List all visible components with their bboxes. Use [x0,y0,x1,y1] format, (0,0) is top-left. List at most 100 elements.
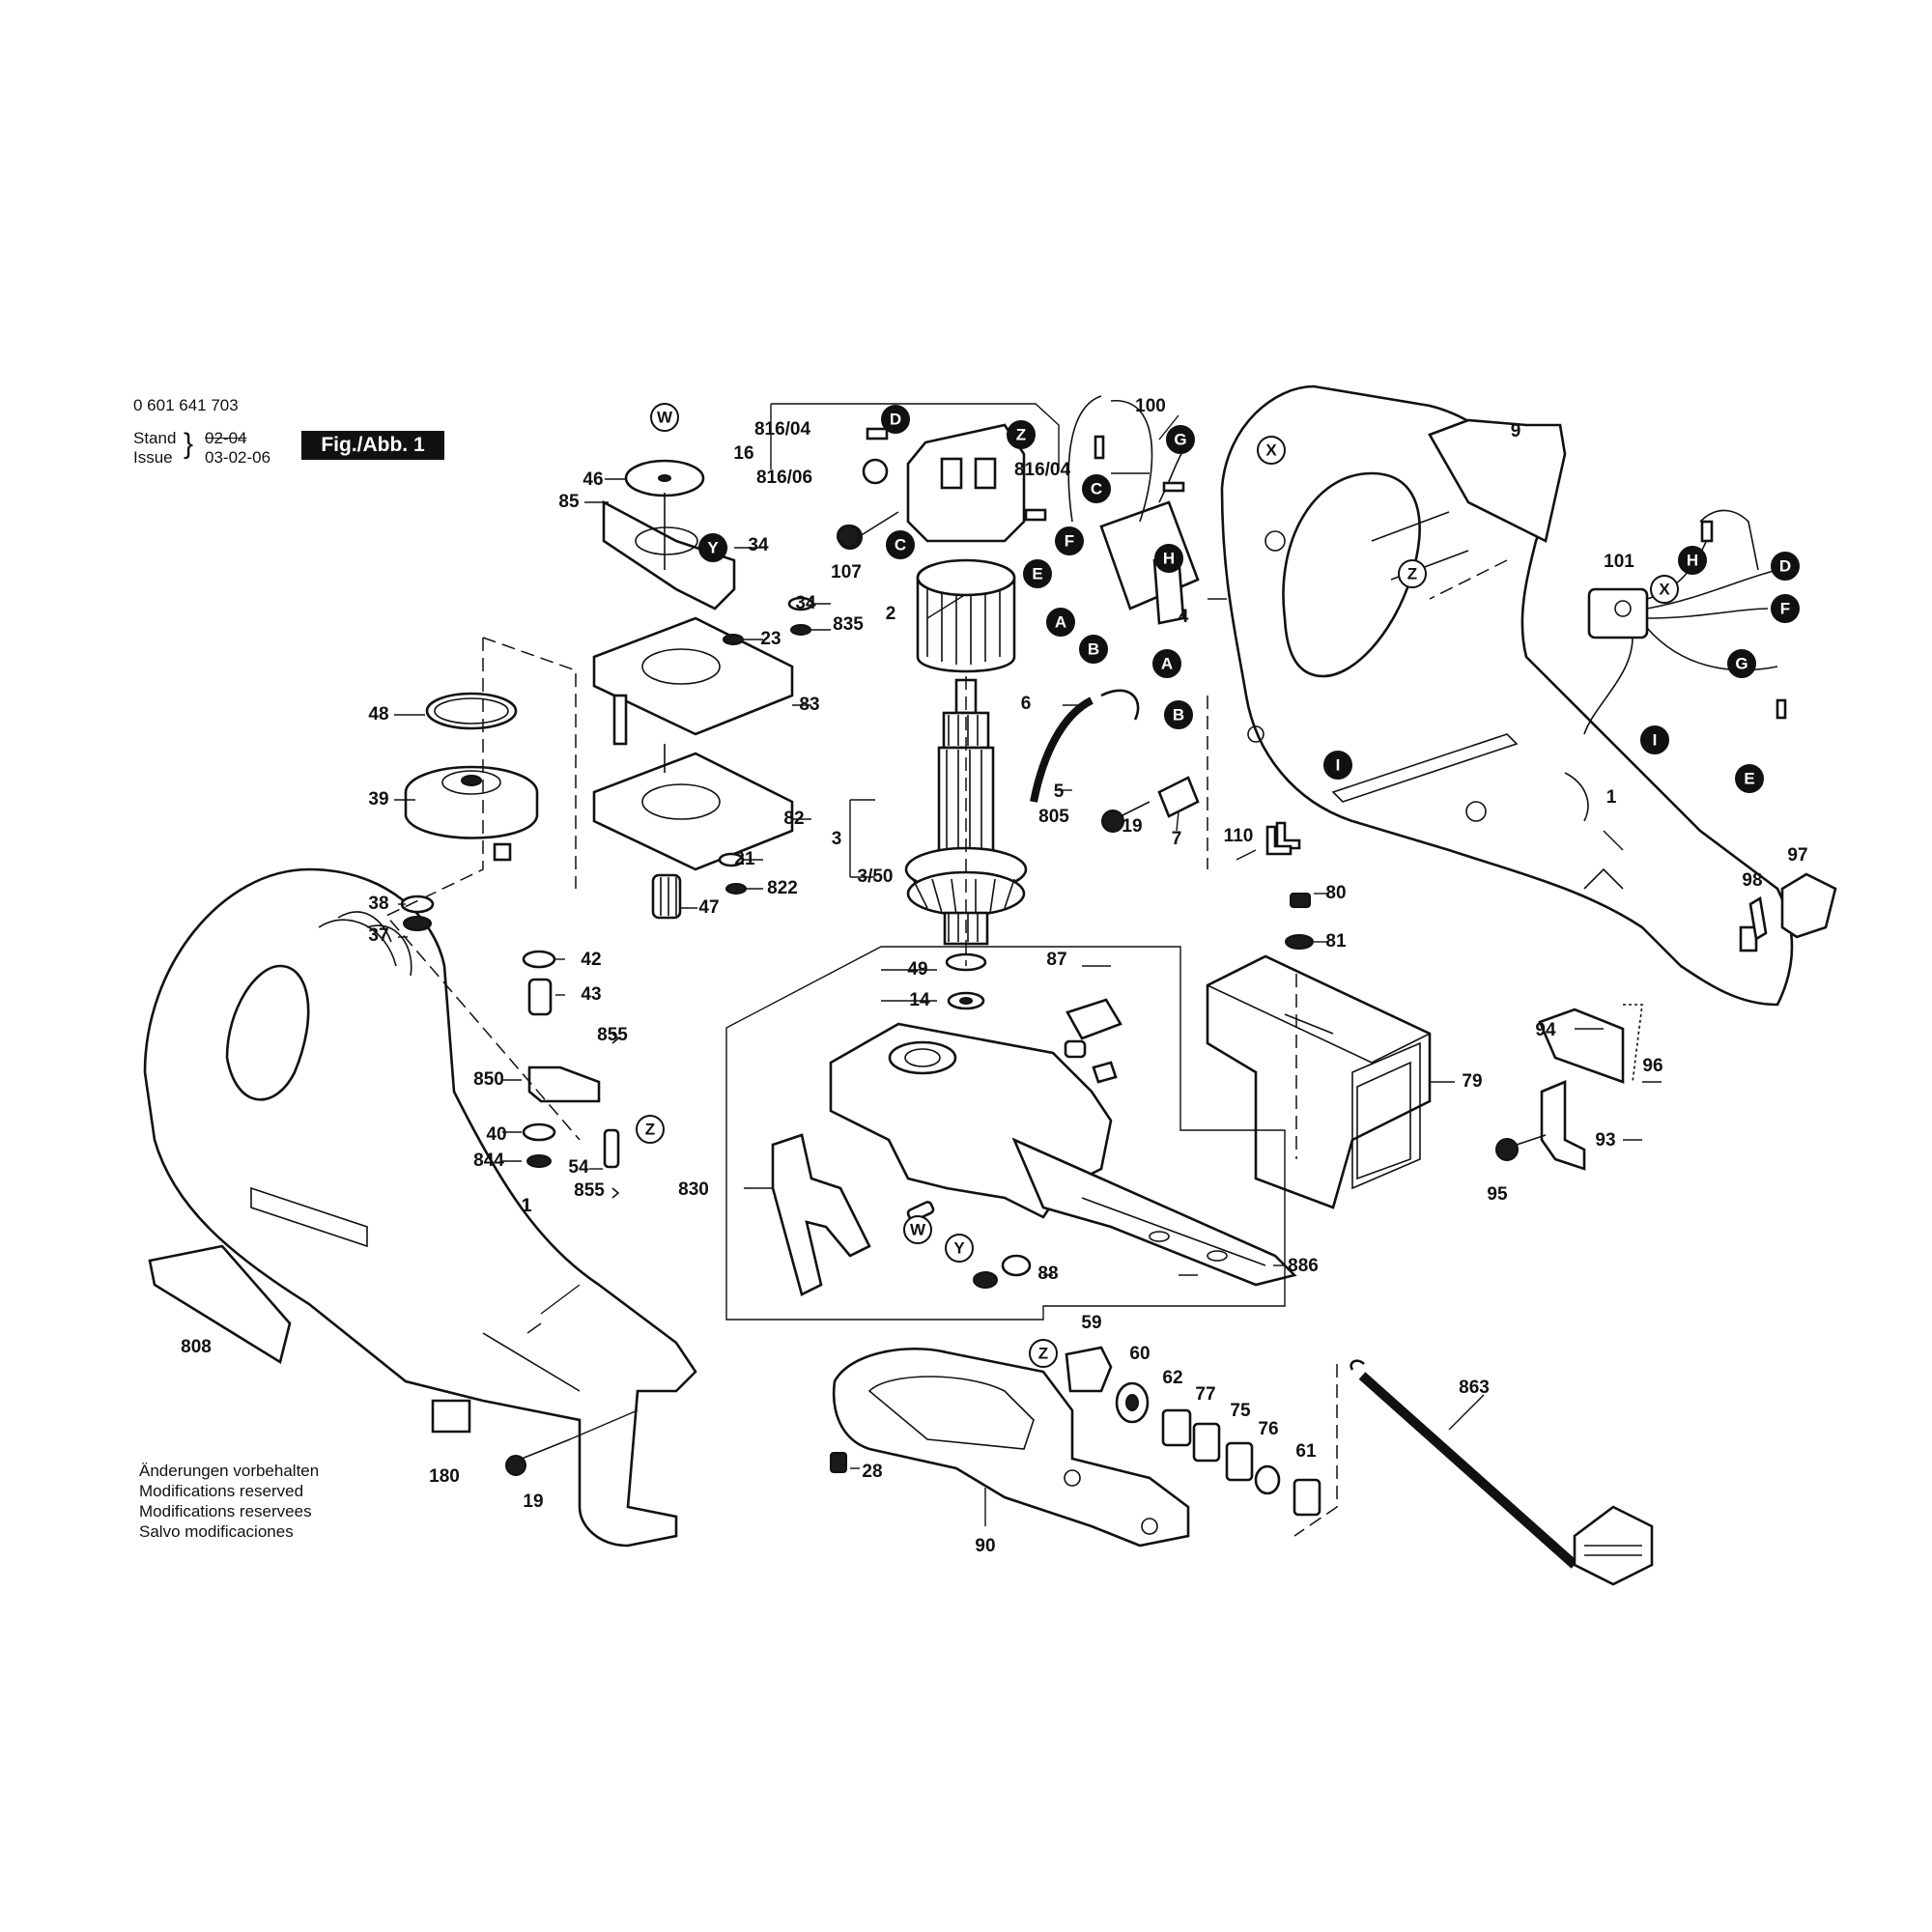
reference-marker-circle [1164,700,1193,729]
base-plate-90 [830,1347,1190,1548]
cover-79-assembly [1206,893,1432,1209]
small-parts-right [1495,872,1837,1171]
dash-9 [1429,559,1508,600]
part-label: 844 [473,1151,504,1171]
part-label: 81 [1325,931,1347,952]
modification-notes: Änderungen vorbehalten Modifications res… [139,1461,319,1542]
stand-date-old: 02-04 [205,429,247,447]
reference-marker-circle [1727,649,1756,678]
part-label: 855 [574,1180,605,1201]
part-label: 75 [1230,1401,1251,1421]
part-label: 1 [522,1196,532,1216]
part-label: 43 [581,984,601,1005]
part-label: 1 [522,1196,532,1216]
cable-grommet [1100,689,1140,721]
part-label: 816/06 [756,468,812,488]
part-label: 62 [1162,1368,1182,1388]
reference-marker-letter: X [1265,440,1277,459]
part-label: 5 [1054,781,1065,802]
reference-marker-circle [1007,420,1036,449]
reference-marker-letter: D [1779,556,1791,575]
bracket-3 [849,799,875,878]
reference-marker-circle [1650,575,1679,604]
reference-marker-letter: Z [1407,564,1417,582]
reference-marker-letter: W [910,1220,926,1238]
reference-marker-letter: G [1174,430,1186,448]
label-plate-180 [431,1399,471,1434]
group-frame-830 [725,946,1286,1321]
part-number: 0 601 641 703 [133,396,239,414]
reference-marker: A [1046,608,1075,637]
part-label: 42 [581,950,601,970]
reference-marker: Z [636,1115,665,1144]
reference-marker-letter: E [1032,564,1042,582]
part-label: 100 [1135,396,1166,416]
reference-marker-circle [1023,559,1052,588]
reference-marker-circle [1771,552,1800,581]
bracket-16 [770,403,1060,469]
part-label: 835 [833,614,864,635]
part-label: 3 [832,829,842,849]
reference-marker: X [1650,575,1679,604]
part-label: 96 [1642,1056,1662,1076]
part-label: 830 [678,1179,709,1200]
part-label: 38 [368,894,388,914]
reference-marker: B [1164,700,1193,729]
part-label: 85 [558,492,580,512]
label-plate-9 [1428,418,1567,543]
reference-marker-letter: I [1653,730,1658,749]
reference-marker-letter: E [1744,769,1754,787]
reference-marker-circle [903,1215,932,1244]
reference-marker-letter: D [890,410,901,428]
reference-marker-circle [1154,544,1183,573]
reference-marker-circle [1323,751,1352,780]
reference-marker-letter: B [1088,639,1099,658]
part-label: 21 [734,849,755,869]
brush-holder-assembly [838,423,1047,550]
part-label: 816/04 [754,419,811,440]
part-label: 107 [831,562,862,582]
reference-marker-circle [1771,594,1800,623]
reference-marker-letter: I [1336,755,1341,774]
part-label: 48 [368,704,388,724]
reference-marker: H [1678,546,1707,575]
part-label: 49 [907,959,927,980]
part-label: 886 [1288,1256,1319,1276]
reference-marker-circle [1082,474,1111,503]
reference-marker-circle [881,405,910,434]
part-label: 3/50 [858,867,894,887]
note-es: Salvo modificaciones [139,1522,294,1541]
reference-marker-circle [1079,635,1108,664]
reference-marker: I [1323,751,1352,780]
part-label: 180 [429,1466,460,1487]
reference-marker-letter: X [1659,580,1670,598]
alignment-line-gear-2 [482,637,577,889]
part-label: 88 [1037,1264,1058,1284]
reference-marker-letter: Z [1016,425,1026,443]
reference-marker-letter: Y [707,538,719,556]
figure-label: Fig./Abb. 1 [301,431,444,460]
reference-marker-circle [1398,559,1427,588]
part-label: 23 [760,629,781,649]
gear-housing [771,952,1297,1296]
part-label: 39 [368,789,388,810]
part-label: 87 [1046,950,1066,970]
part-label: 90 [975,1536,995,1556]
reference-marker-circle [1055,526,1084,555]
housing-shell-left [143,867,697,1548]
reference-marker: W [650,403,679,432]
part-label: 14 [909,990,930,1010]
reference-marker-circle [1257,436,1286,465]
reference-marker: F [1771,594,1800,623]
reference-marker-letter: A [1055,612,1066,631]
clip-110 [1265,825,1293,856]
part-label: 40 [486,1124,506,1145]
reference-marker: Y [945,1234,974,1263]
screw-19-lower [505,1409,639,1476]
reference-marker-circle [1735,764,1764,793]
part-label: 94 [1535,1020,1556,1040]
reference-marker: D [1771,552,1800,581]
switch-and-wires [1067,395,1200,818]
reference-marker-circle [650,403,679,432]
